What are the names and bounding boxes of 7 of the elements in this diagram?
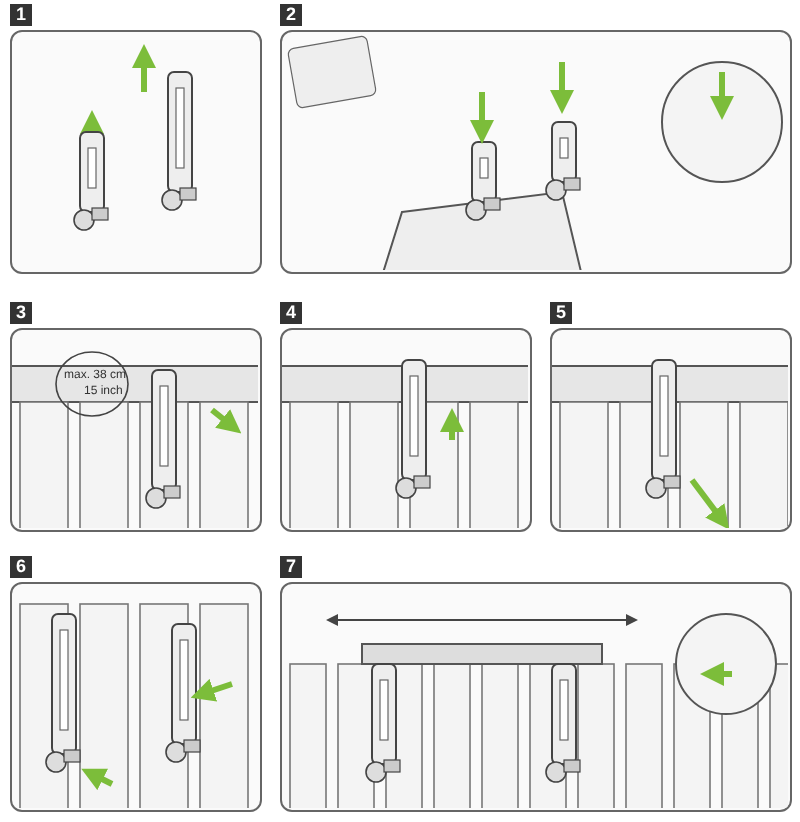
step-number: 6 xyxy=(10,556,32,578)
step-number: 4 xyxy=(280,302,302,324)
step-number: 7 xyxy=(280,556,302,578)
step-number: 1 xyxy=(10,4,32,26)
step-number: 5 xyxy=(550,302,572,324)
step-number: 2 xyxy=(280,4,302,26)
step-number: 3 xyxy=(10,302,32,324)
